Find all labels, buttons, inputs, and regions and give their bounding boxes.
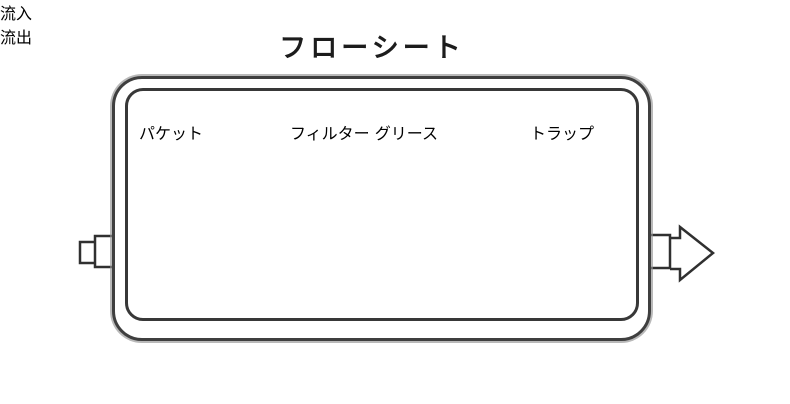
diagram-title: フローシート [279,33,465,64]
stage-label-grease-filter: フィルター グリース [290,124,438,143]
stage-box-basket: パケット [139,120,203,144]
stage-box-grease-filter: フィルター グリース [290,120,438,144]
outflow-label: 流出 [0,28,33,47]
tank-outer-outline [112,76,651,341]
stage-box-trap: トラップ [530,120,594,144]
stage-label-basket: パケット [139,124,204,143]
stage-label-trap: トラップ [530,124,595,143]
outlet-arrow-icon [670,224,715,283]
tank-inner-body: パケット フィルター グリース トラップ [125,88,639,321]
inflow-label: 流入 [0,4,33,23]
